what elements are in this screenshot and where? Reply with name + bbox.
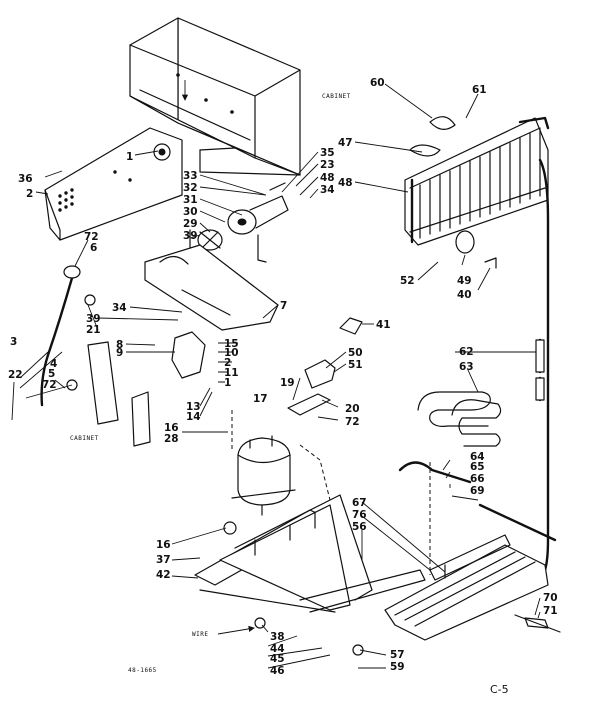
part-label: 76 xyxy=(352,509,367,521)
evaporator-tray xyxy=(384,534,549,641)
part-label: 52 xyxy=(400,275,415,287)
part-label: 8 xyxy=(116,339,123,351)
part-label: 41 xyxy=(376,319,391,331)
caption-cabinet-top: CABINET xyxy=(322,93,351,100)
part-label: 69 xyxy=(470,485,485,497)
part-label: 30 xyxy=(183,206,198,218)
drawing-number: 48-1665 xyxy=(128,667,157,674)
part-label: 35 xyxy=(320,147,335,159)
part-label: 37 xyxy=(156,554,171,566)
part-label: 47 xyxy=(338,137,353,149)
part-label: 10 xyxy=(224,347,239,359)
part-label: 65 xyxy=(470,461,485,473)
part-label: 50 xyxy=(348,347,363,359)
part-label: 45 xyxy=(270,653,285,665)
part-label: 42 xyxy=(156,569,171,581)
part-label: 39 xyxy=(86,313,101,325)
part-label: 44 xyxy=(270,643,285,655)
part-label: 19 xyxy=(280,377,295,389)
part-label: 4 xyxy=(50,358,57,370)
cabinet-top-box xyxy=(129,17,301,176)
part-label: 20 xyxy=(345,403,360,415)
part-label: 40 xyxy=(457,289,472,301)
part-label: 38 xyxy=(270,631,285,643)
part-label: 60 xyxy=(370,77,385,89)
leader-lines xyxy=(11,83,541,669)
condenser-fins xyxy=(419,128,541,239)
capillary-coils xyxy=(398,338,557,542)
part-label: 39 xyxy=(183,230,198,242)
page-code: C-5 xyxy=(490,683,509,696)
part-label: 1 xyxy=(224,377,231,389)
part-label: 2 xyxy=(224,357,231,369)
part-label: 28 xyxy=(164,433,179,445)
part-label: 70 xyxy=(543,592,558,604)
part-label: 48 xyxy=(338,177,353,189)
part-label: 72 xyxy=(345,416,360,428)
caption-wire: WIRE xyxy=(192,631,208,638)
part-label: 46 xyxy=(270,665,285,677)
part-label: 56 xyxy=(352,521,367,533)
part-label: 72 xyxy=(84,231,99,243)
part-label: 57 xyxy=(390,649,405,661)
part-label: 31 xyxy=(183,194,198,206)
part-label: 16 xyxy=(164,422,179,434)
base-frame xyxy=(194,494,426,613)
fan-motor xyxy=(189,182,289,263)
part-label: 71 xyxy=(543,605,558,617)
part-label: 32 xyxy=(183,182,198,194)
part-label: 34 xyxy=(112,302,127,314)
part-label: 22 xyxy=(8,369,23,381)
part-label: 33 xyxy=(183,170,198,182)
part-label: 59 xyxy=(390,661,405,673)
part-label: 23 xyxy=(320,159,335,171)
part-label: 48 xyxy=(320,172,335,184)
part-label: 6 xyxy=(90,242,97,254)
part-labels: 1 36 2 33 32 31 30 29 39 35 23 48 34 60 … xyxy=(8,77,558,677)
condenser-assembly xyxy=(404,116,550,572)
part-label: 1 xyxy=(126,151,133,163)
part-label: 3 xyxy=(10,336,17,348)
caption-cabinet-left: CABINET xyxy=(70,435,99,442)
part-label: 14 xyxy=(186,411,201,423)
part-label: 49 xyxy=(457,275,472,287)
part-label: 9 xyxy=(116,347,123,359)
part-label: 66 xyxy=(470,473,485,485)
part-label: 67 xyxy=(352,497,367,509)
part-label: 15 xyxy=(224,338,239,350)
part-label: 16 xyxy=(156,539,171,551)
part-label: 64 xyxy=(470,451,485,463)
vent-holes xyxy=(58,170,132,212)
part-label: 17 xyxy=(253,393,268,405)
control-panel-left xyxy=(44,127,183,241)
part-label: 5 xyxy=(48,368,55,380)
part-label: 7 xyxy=(280,300,287,312)
part-label: 2 xyxy=(26,188,33,200)
part-label: 61 xyxy=(472,84,487,96)
part-label: 21 xyxy=(86,324,101,336)
captions: CABINET CABINET 48-1665 C-5 xyxy=(70,93,509,696)
part-label: 36 xyxy=(18,173,33,185)
part-label: 13 xyxy=(186,401,201,413)
part-label: 62 xyxy=(459,346,474,358)
part-label: 11 xyxy=(224,367,239,379)
mounting-bracket xyxy=(144,244,279,331)
small-parts xyxy=(40,230,561,656)
part-label: 51 xyxy=(348,359,363,371)
part-label: 34 xyxy=(320,184,335,196)
compressor xyxy=(231,435,296,516)
part-label: 63 xyxy=(459,361,474,373)
part-label: 72 xyxy=(42,379,57,391)
part-label: 29 xyxy=(183,218,198,230)
